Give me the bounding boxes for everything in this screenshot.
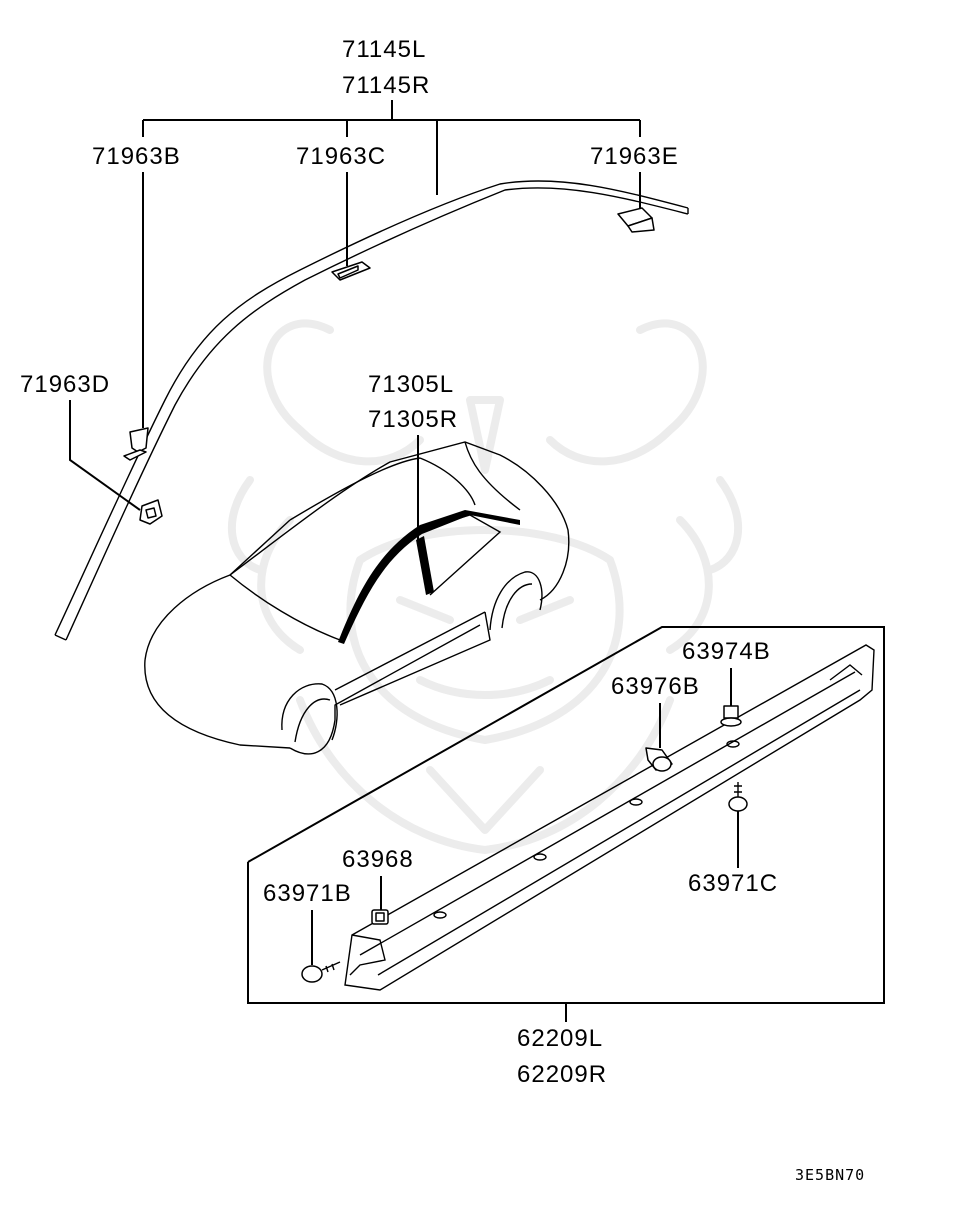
screw-63971c — [728, 782, 748, 812]
diagram-code: 3E5BN70 — [795, 1166, 865, 1184]
car-illustration — [144, 441, 570, 755]
label-63971b: 63971B — [263, 880, 352, 907]
label-71145r: 71145R — [342, 72, 430, 99]
label-71963e: 71963E — [590, 143, 679, 170]
clip-71963c — [331, 261, 371, 281]
label-71963b: 71963B — [92, 143, 181, 170]
label-63968: 63968 — [342, 846, 414, 873]
clip-63976b — [645, 747, 673, 772]
label-71305l: 71305L — [368, 371, 454, 398]
label-71145l: 71145L — [342, 36, 426, 63]
label-62209l: 62209L — [517, 1025, 603, 1052]
clip-71963d — [139, 499, 163, 525]
clip-63968 — [371, 909, 389, 925]
roof-molding-bracket — [142, 100, 641, 195]
label-63974b: 63974B — [682, 638, 771, 665]
rivet-63974b — [720, 705, 742, 727]
label-71305r: 71305R — [368, 406, 458, 433]
screw-63971b — [301, 961, 341, 983]
watermark-emblem — [227, 319, 743, 854]
label-62209r: 62209R — [517, 1061, 607, 1088]
label-71963c: 71963C — [296, 143, 386, 170]
label-63971c: 63971C — [688, 870, 778, 897]
sill-group-frame — [247, 626, 885, 1004]
side-sill-molding — [344, 644, 875, 991]
leader-71963d — [69, 400, 141, 511]
clip-71963e — [617, 207, 655, 233]
roof-molding — [54, 180, 689, 641]
label-63976b: 63976B — [611, 673, 700, 700]
label-71963d: 71963D — [20, 371, 110, 398]
clip-71963b — [123, 427, 149, 461]
